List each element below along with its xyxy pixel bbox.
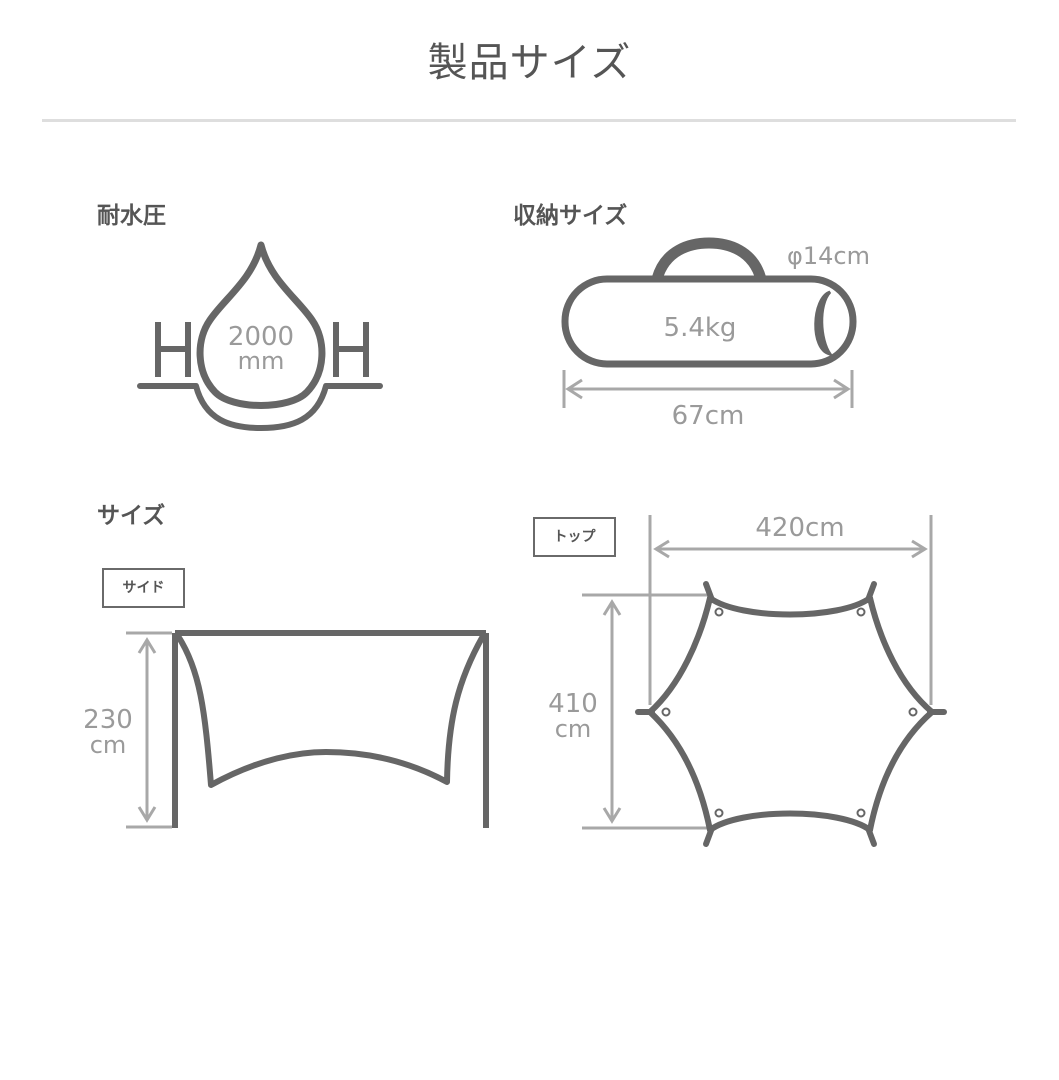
bag-length: 67cm (672, 401, 745, 431)
bag-diameter: φ14cm (787, 242, 870, 270)
side-view-tarp-icon (172, 630, 489, 828)
top-depth-unit: cm (555, 715, 592, 743)
size-label: サイズ (97, 503, 166, 529)
h-icon-left (155, 322, 191, 377)
top-view-hexagon-tarp-icon (635, 581, 947, 847)
bag-weight: 5.4kg (664, 313, 737, 343)
title-divider (42, 119, 1016, 122)
h-icon-right (333, 322, 369, 377)
top-view-tag: トップ (533, 517, 616, 557)
page-title: 製品サイズ (427, 40, 632, 86)
water-drop-icon (137, 241, 383, 431)
packed-size-label: 収納サイズ (513, 203, 628, 229)
top-depth-value: 410 (548, 689, 598, 719)
water-resistance-label: 耐水圧 (97, 203, 166, 229)
top-width: 420cm (755, 513, 844, 543)
water-resistance-value: 2000 (228, 322, 294, 352)
side-height-unit: cm (90, 731, 127, 759)
carry-bag-icon (561, 237, 857, 368)
top-width-dimension (648, 515, 933, 705)
bag-length-dimension (562, 370, 854, 408)
side-height-dimension (126, 631, 172, 829)
side-height-value: 230 (83, 705, 133, 735)
top-depth-dimension (582, 593, 708, 830)
side-view-tag: サイド (102, 568, 185, 608)
water-resistance-unit: mm (238, 347, 285, 375)
grommet-icons (661, 607, 918, 818)
